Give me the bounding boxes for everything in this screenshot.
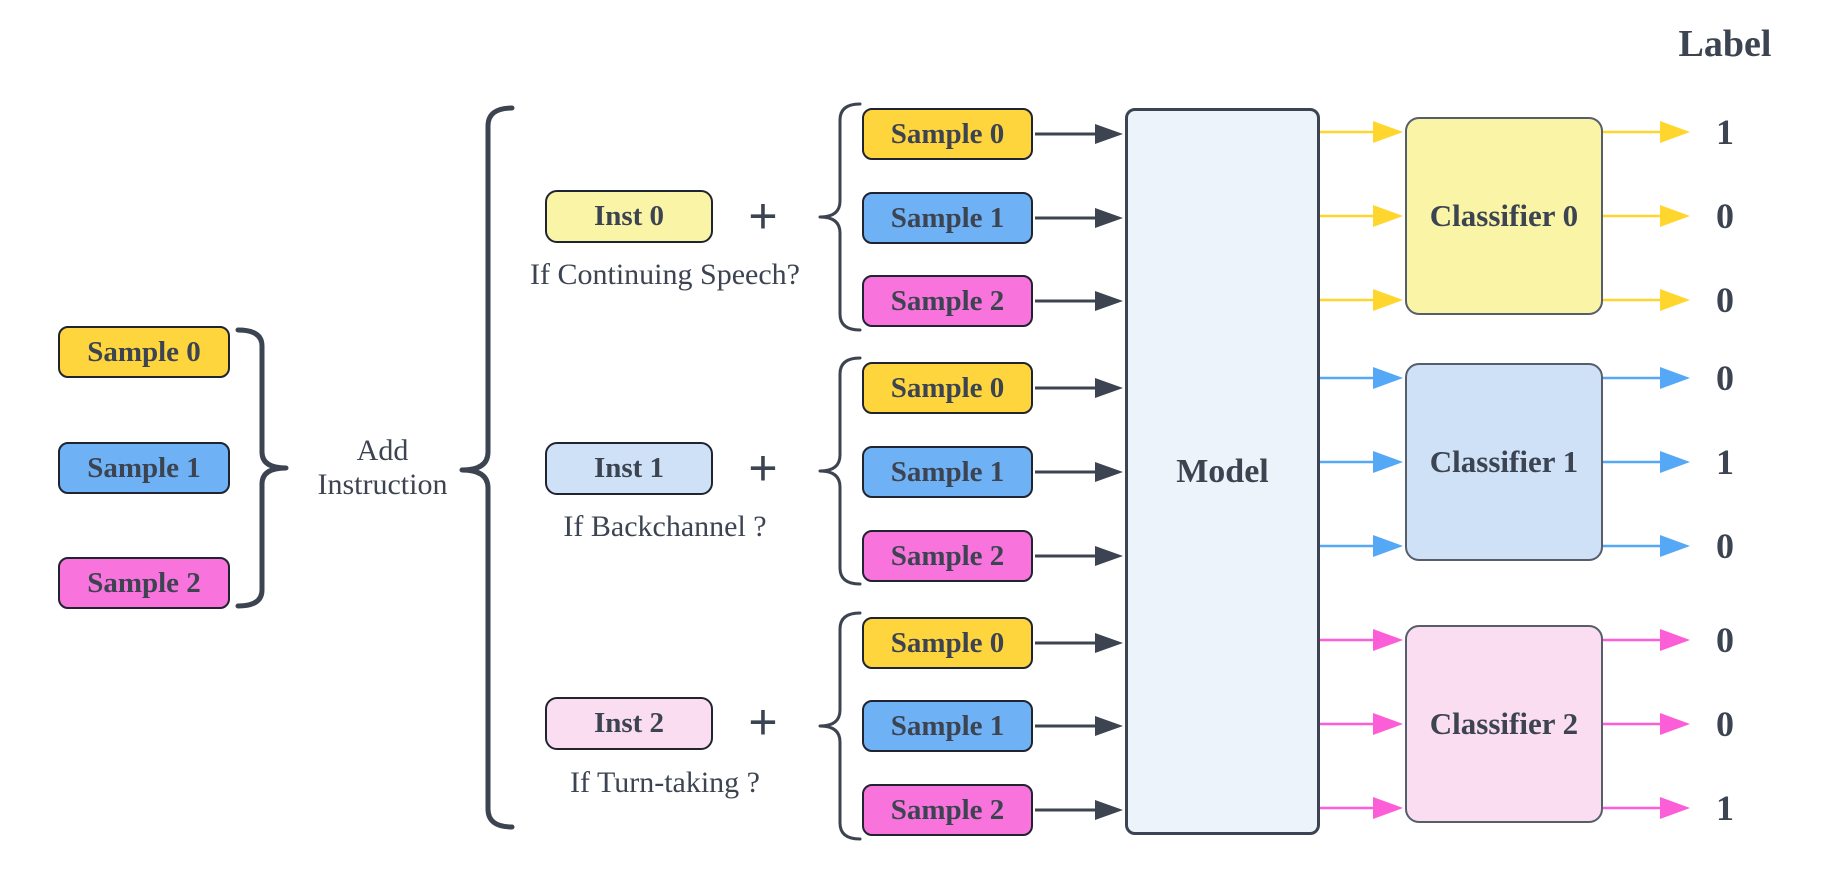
plus-sign-0: + bbox=[748, 188, 778, 244]
model-to-classifier-arrow bbox=[1320, 367, 1403, 389]
group-1-sample-2-label: Sample 2 bbox=[890, 539, 1005, 572]
group-2-sample-1: Sample 1 bbox=[862, 700, 1033, 752]
classifier-0-box: Classifier 0 bbox=[1405, 117, 1603, 315]
classifier-to-label-arrow bbox=[1603, 367, 1690, 389]
plus-sign-1: + bbox=[748, 440, 778, 496]
group-0-brace bbox=[818, 102, 862, 332]
classifier-to-label-arrow bbox=[1603, 535, 1690, 557]
sample-to-model-arrow bbox=[1035, 546, 1123, 566]
group-2-brace bbox=[818, 611, 862, 841]
label-value: 0 bbox=[1716, 196, 1734, 236]
label-value: 1 bbox=[1716, 788, 1734, 828]
group-2-sample-2-label: Sample 2 bbox=[890, 793, 1005, 826]
left-sample-2: Sample 2 bbox=[58, 557, 230, 609]
group-0-sample-0: Sample 0 bbox=[862, 108, 1033, 160]
label-value: 1 bbox=[1716, 442, 1734, 482]
inst-0-label: Inst 0 bbox=[593, 200, 665, 232]
group-2-sample-0: Sample 0 bbox=[862, 617, 1033, 669]
classifier-2-box: Classifier 2 bbox=[1405, 625, 1603, 823]
condition-2: If Turn-taking ? bbox=[570, 766, 760, 799]
inst-1-label: Inst 1 bbox=[593, 452, 665, 484]
left-sample-1-label: Sample 1 bbox=[87, 451, 201, 484]
group-2-sample-1-label: Sample 1 bbox=[890, 709, 1005, 742]
model-to-classifier-arrow bbox=[1320, 535, 1403, 557]
group-0-sample-0-label: Sample 0 bbox=[890, 117, 1005, 150]
classifier-to-label-arrow bbox=[1603, 205, 1690, 227]
condition-0: If Continuing Speech? bbox=[530, 258, 800, 291]
classifier-to-label-arrow bbox=[1603, 289, 1690, 311]
sample-to-model-arrow bbox=[1035, 800, 1123, 820]
group-2-sample-2: Sample 2 bbox=[862, 784, 1033, 836]
model-to-classifier-arrow bbox=[1320, 289, 1403, 311]
group-0-sample-1-label: Sample 1 bbox=[890, 201, 1005, 234]
group-1-brace bbox=[818, 356, 862, 586]
left-samples-brace bbox=[235, 327, 289, 609]
sample-to-model-arrow bbox=[1035, 208, 1123, 228]
model-to-classifier-arrow bbox=[1320, 451, 1403, 473]
group-1-sample-2: Sample 2 bbox=[862, 530, 1033, 582]
group-1-sample-0-label: Sample 0 bbox=[890, 371, 1005, 404]
inst-1-box: Inst 1 bbox=[545, 442, 713, 495]
condition-1: If Backchannel ? bbox=[563, 510, 767, 543]
classifier-0-label: Classifier 0 bbox=[1429, 198, 1579, 233]
label-value: 1 bbox=[1716, 112, 1734, 152]
label-value: 0 bbox=[1716, 526, 1734, 566]
model-to-classifier-arrow bbox=[1320, 797, 1403, 819]
group-0-sample-2: Sample 2 bbox=[862, 275, 1033, 327]
classifier-to-label-arrow bbox=[1603, 713, 1690, 735]
sample-to-model-arrow bbox=[1035, 291, 1123, 311]
sample-to-model-arrow bbox=[1035, 124, 1123, 144]
classifier-to-label-arrow bbox=[1603, 797, 1690, 819]
sample-to-model-arrow bbox=[1035, 716, 1123, 736]
left-sample-1: Sample 1 bbox=[58, 442, 230, 494]
classifier-to-label-arrow bbox=[1603, 451, 1690, 473]
classifier-to-label-arrow bbox=[1603, 629, 1690, 651]
classifier-1-box: Classifier 1 bbox=[1405, 363, 1603, 561]
group-2-sample-0-label: Sample 0 bbox=[890, 626, 1005, 659]
label-value: 0 bbox=[1716, 620, 1734, 660]
left-sample-0: Sample 0 bbox=[58, 326, 230, 378]
inst-2-label: Inst 2 bbox=[593, 707, 665, 739]
group-1-sample-1-label: Sample 1 bbox=[890, 455, 1005, 488]
inst-0-box: Inst 0 bbox=[545, 190, 713, 243]
label-value: 0 bbox=[1716, 280, 1734, 320]
model-to-classifier-arrow bbox=[1320, 713, 1403, 735]
left-sample-2-label: Sample 2 bbox=[87, 566, 201, 599]
sample-to-model-arrow bbox=[1035, 633, 1123, 653]
model-to-classifier-arrow bbox=[1320, 121, 1403, 143]
add-instruction-label: Add Instruction bbox=[317, 434, 448, 501]
model-to-classifier-arrow bbox=[1320, 629, 1403, 651]
sample-to-model-arrow bbox=[1035, 378, 1123, 398]
sample-to-model-arrow bbox=[1035, 462, 1123, 482]
model-to-classifier-arrow bbox=[1320, 205, 1403, 227]
label-value: 0 bbox=[1716, 704, 1734, 744]
group-1-sample-1: Sample 1 bbox=[862, 446, 1033, 498]
model-box: Model bbox=[1125, 108, 1320, 835]
model-label: Model bbox=[1176, 452, 1269, 490]
group-0-sample-2-label: Sample 2 bbox=[890, 284, 1005, 317]
classifier-to-label-arrow bbox=[1603, 121, 1690, 143]
classifier-1-label: Classifier 1 bbox=[1429, 444, 1579, 479]
group-0-sample-1: Sample 1 bbox=[862, 192, 1033, 244]
classifier-2-label: Classifier 2 bbox=[1429, 706, 1579, 741]
label-value: 0 bbox=[1716, 358, 1734, 398]
label-column-title: Label bbox=[1678, 23, 1772, 65]
left-sample-0-label: Sample 0 bbox=[87, 335, 201, 368]
inst-2-box: Inst 2 bbox=[545, 697, 713, 750]
group-1-sample-0: Sample 0 bbox=[862, 362, 1033, 414]
plus-sign-2: + bbox=[748, 694, 778, 750]
